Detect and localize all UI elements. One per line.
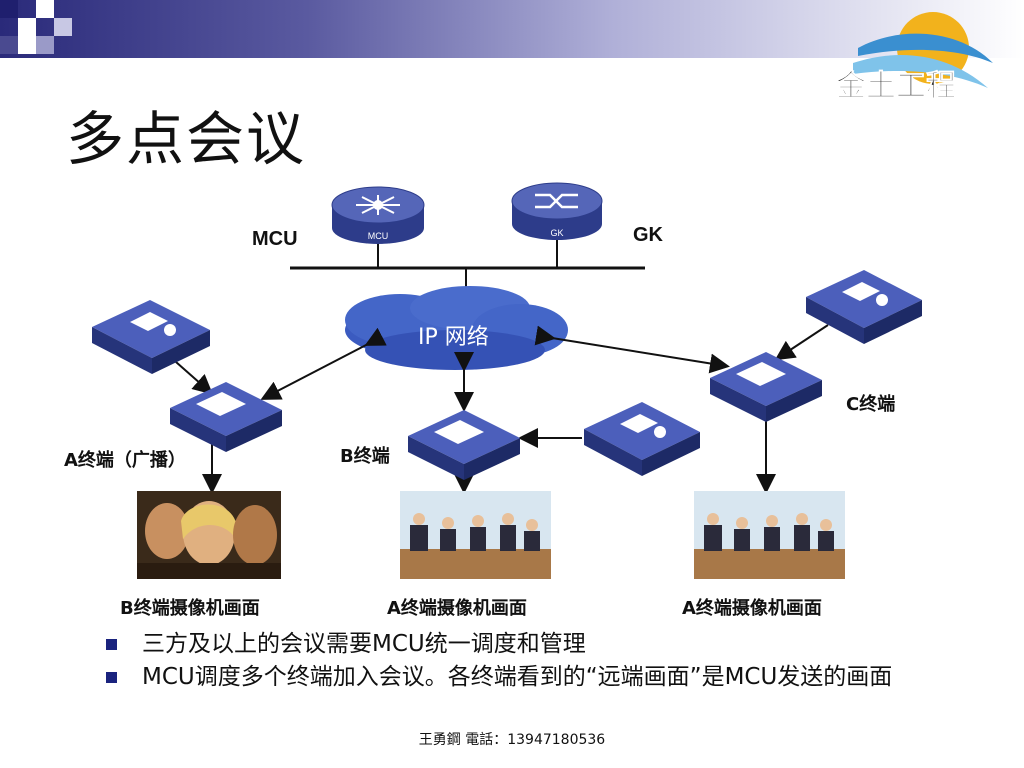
call-center-photo	[137, 491, 281, 579]
deco-square	[18, 18, 36, 36]
camera-b-icon	[584, 402, 700, 476]
terminal-a-label: A终端（广播）	[64, 450, 186, 471]
bullet-item: MCU调度多个终端加入会议。各终端看到的“远端画面”是MCU发送的画面	[106, 663, 936, 692]
gk-router-icon: GK	[511, 182, 603, 240]
deco-square	[0, 36, 18, 54]
bullet-marker	[106, 672, 117, 683]
bullet-list: 三方及以上的会议需要MCU统一调度和管理 MCU调度多个终端加入会议。各终端看到…	[106, 630, 936, 696]
company-logo: 金土工程	[828, 8, 998, 108]
deco-square	[36, 36, 54, 54]
bullet-text: MCU调度多个终端加入会议。各终端看到的“远端画面”是MCU发送的画面	[142, 664, 893, 690]
deco-square	[54, 18, 72, 36]
photo-caption-c: A终端摄像机画面	[682, 598, 822, 619]
bullet-text: 三方及以上的会议需要MCU统一调度和管理	[142, 631, 586, 657]
terminal-c-label: C终端	[846, 394, 896, 415]
terminal-a-icon	[170, 382, 282, 452]
mcu-device-text: MCU	[368, 231, 389, 241]
mcu-router-icon: MCU	[331, 186, 425, 244]
gk-label: GK	[633, 224, 663, 246]
gk-device-text: GK	[550, 228, 563, 238]
footer-contact: 王勇鋼 電話：13947180536	[418, 732, 606, 748]
deco-square	[18, 36, 36, 54]
camera-a-icon	[92, 300, 210, 374]
arrow-camC	[774, 324, 829, 361]
arrow-cloud-c	[534, 325, 730, 374]
photo-caption-a: B终端摄像机画面	[120, 598, 260, 619]
deco-square	[0, 0, 18, 18]
meeting-photo-b	[400, 491, 551, 579]
bullet-item: 三方及以上的会议需要MCU统一调度和管理	[106, 630, 936, 659]
terminal-b-label: B终端	[340, 446, 390, 467]
photo-caption-b: A终端摄像机画面	[387, 598, 527, 619]
deco-square	[36, 0, 54, 18]
arrow-cloud-a	[260, 327, 387, 400]
logo-text: 金土工程	[835, 69, 956, 104]
camera-c-icon	[806, 270, 922, 344]
cloud-icon	[345, 286, 568, 370]
page-title: 多点会议	[66, 105, 307, 173]
terminal-c-icon	[710, 352, 822, 422]
meeting-photo-c	[694, 491, 845, 579]
bullet-marker	[106, 639, 117, 650]
header-bar	[0, 0, 1024, 58]
mcu-label: MCU	[252, 228, 298, 250]
cloud-label: IP 网络	[418, 325, 489, 350]
terminal-b-icon	[408, 410, 520, 480]
arrow-camA	[175, 361, 213, 395]
